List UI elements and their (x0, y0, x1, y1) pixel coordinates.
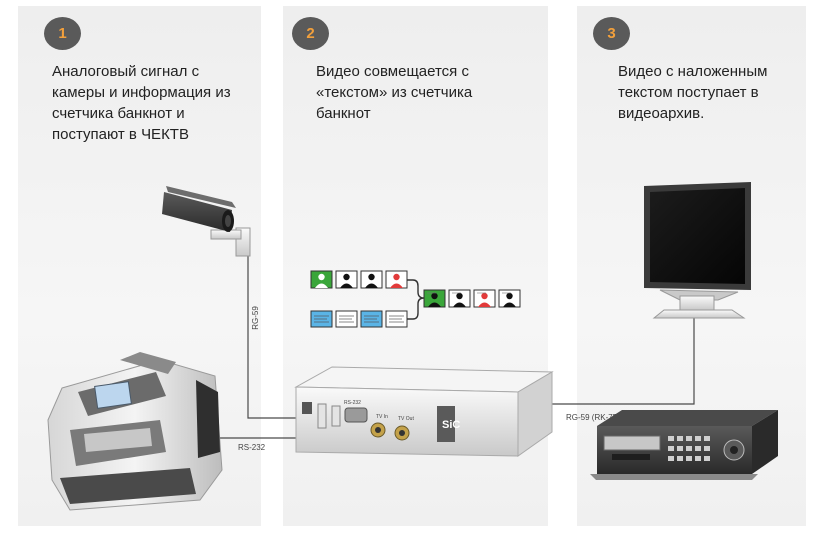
step-1-text: Аналоговый сигнал с камеры и информация … (52, 63, 231, 143)
video-frames-row (310, 270, 408, 289)
step-3-text: Видео с наложенным текстом поступает в в… (618, 63, 768, 122)
camera-cable-line (247, 248, 318, 419)
video-recorder-icon (590, 410, 778, 480)
recorder-cable-label: RG-59 (RK-75) (566, 413, 620, 422)
port-rs232-label: RS-232 (344, 400, 361, 406)
overlay-device-icon: SiC RS-232 TV In TV Out (294, 366, 554, 457)
camera-icon (162, 186, 251, 257)
frame-black-2 (360, 270, 383, 289)
camera-cable-label: RG-59 (251, 306, 260, 330)
step-2-badge: 2 (292, 17, 329, 50)
frame-green (310, 270, 333, 289)
step-1-badge: 1 (44, 17, 81, 50)
step-3-badge: 3 (593, 17, 630, 50)
merge-bracket (407, 279, 425, 320)
tv-out-label: TV Out (398, 416, 414, 422)
text-frames-row (310, 310, 408, 328)
frame-black-1 (335, 270, 358, 289)
monitor-icon (644, 182, 751, 319)
banknote-counter-icon (47, 352, 223, 511)
step-2-text: Видео совмещается с «текстом» из счетчик… (316, 63, 473, 122)
counter-cable-label: RS-232 (238, 443, 266, 452)
svg-text:SiC: SiC (442, 419, 460, 431)
tv-in-label: TV In (376, 414, 388, 420)
recorder-cable-line (548, 318, 695, 405)
combined-frames-row (423, 289, 521, 308)
frame-red (385, 270, 408, 289)
